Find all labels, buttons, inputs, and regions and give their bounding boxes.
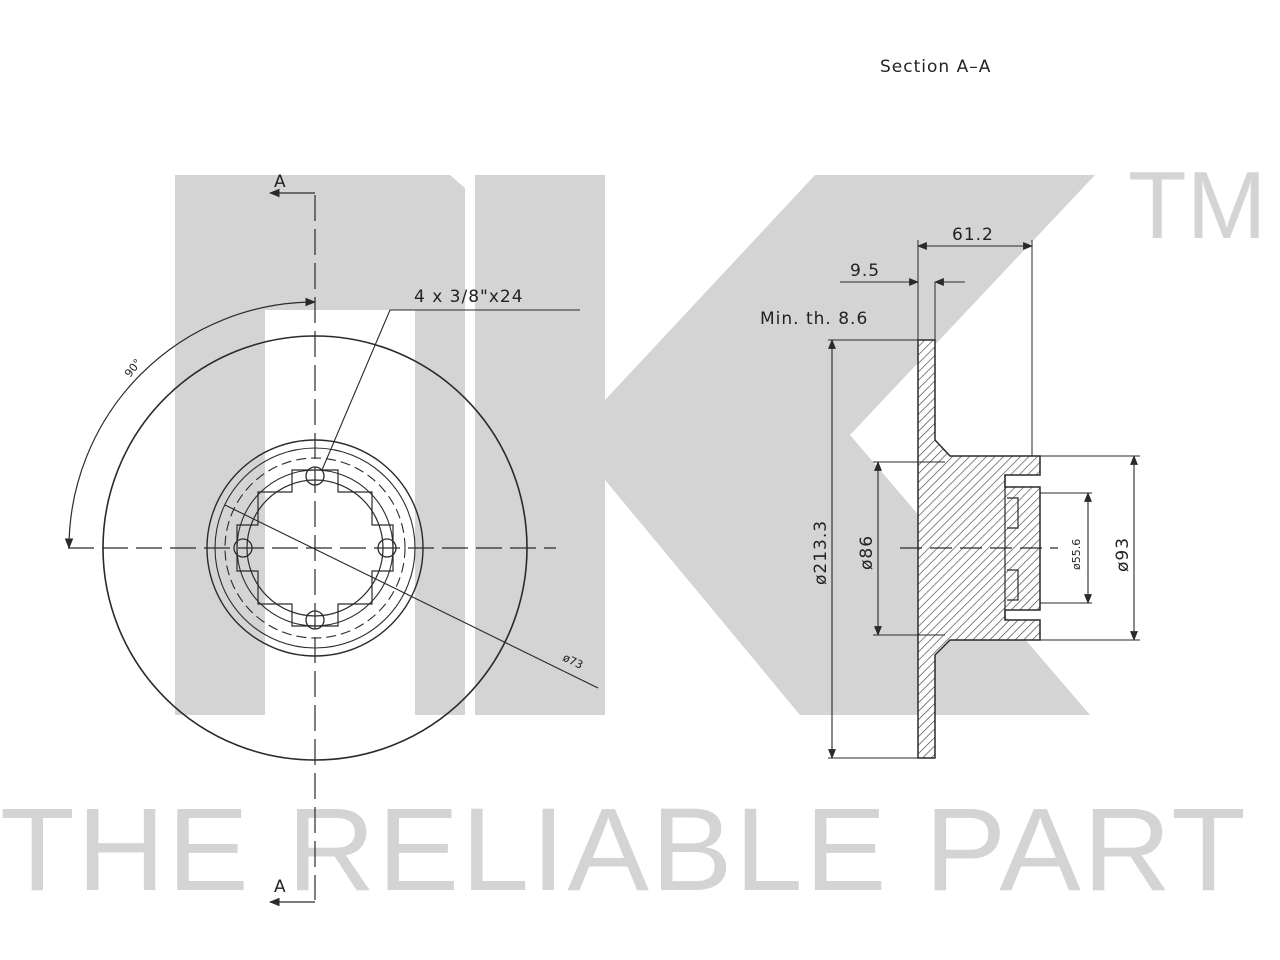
disc-thickness-label: 9.5: [850, 261, 880, 281]
slogan-watermark: THE RELIABLE PART: [0, 784, 1248, 916]
section-view: [828, 240, 1140, 759]
bolt-hole: [377, 538, 397, 558]
front-view: [64, 188, 599, 907]
trademark-mark: TM: [1128, 152, 1267, 259]
min-thickness-label: Min. th. 8.6: [760, 309, 868, 329]
bolt-pattern-label: 4 x 3/8"x24: [414, 287, 524, 307]
bolt-hole: [305, 610, 325, 630]
disc-cross-section: [917, 339, 1041, 759]
section-title: Section A–A: [880, 57, 991, 77]
hub-diameter-label: ø93: [1113, 537, 1133, 572]
section-mark-bottom: A: [274, 877, 287, 897]
outer-diameter-label: ø213.3: [811, 520, 831, 585]
hat-diameter-label: ø86: [857, 535, 877, 570]
section-mark-top: A: [274, 172, 287, 192]
angle-label: 90°: [122, 356, 144, 379]
center-bore-label: ø55.6: [1070, 539, 1083, 570]
overall-height-label: 61.2: [952, 225, 994, 245]
